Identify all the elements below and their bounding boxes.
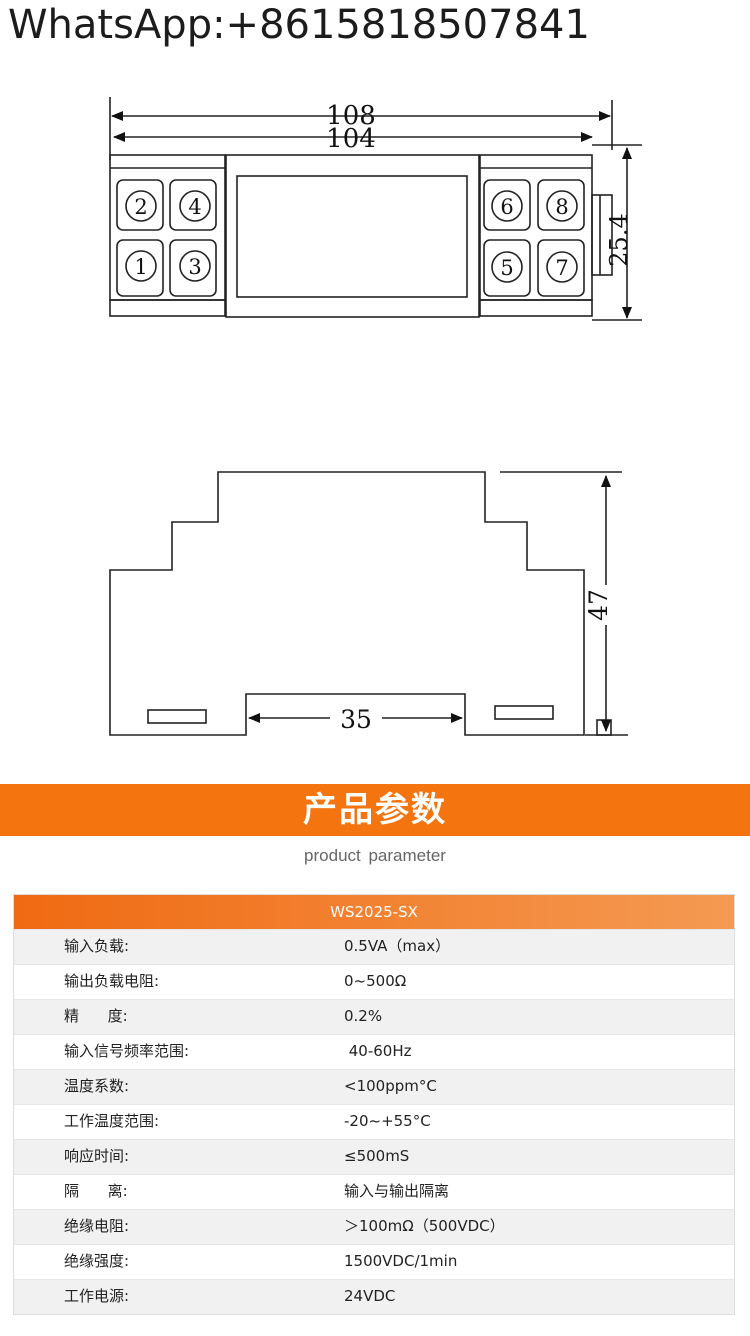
whatsapp-contact: WhatsApp:+8615818507841 <box>8 2 590 48</box>
spec-label: 输入负载: <box>64 937 130 955</box>
table-row: 温度系数: <100ppm°C <box>14 1069 734 1104</box>
spec-label: 工作温度范围: <box>64 1112 160 1130</box>
spec-label: 绝缘电阻: <box>64 1217 130 1235</box>
spec-label: 绝缘强度: <box>64 1252 130 1270</box>
spec-label: 输出负载电阻: <box>64 972 160 990</box>
spec-table-body: 输入负载: 0.5VA（max） 输出负载电阻: 0~500Ω 精 度: 0.2% 输入信号… <box>14 929 734 1314</box>
spec-table: WS2025-SX 输入负载: 0.5VA（max） 输出负载电阻: 0~500Ω 精 … <box>13 894 735 1315</box>
terminal-6: 6 <box>500 195 513 219</box>
spec-value: 1500VDC/1min <box>344 1252 458 1270</box>
terminal-4: 4 <box>188 195 201 219</box>
terminal-8: 8 <box>555 195 568 219</box>
dim-label-35: 35 <box>340 705 372 734</box>
spec-value: 输入与输出隔离 <box>344 1182 450 1200</box>
terminal-1: 1 <box>134 255 147 279</box>
table-row: 隔 离: 输入与输出隔离 <box>14 1174 734 1209</box>
table-row: 输出负载电阻: 0~500Ω <box>14 964 734 999</box>
dim-label-108: 108 <box>326 101 376 131</box>
terminal-3: 3 <box>188 255 201 279</box>
table-row: 工作电源: 24VDC <box>14 1279 734 1314</box>
spec-label: 输入信号频率范围: <box>64 1042 190 1060</box>
spec-value: 40-60Hz <box>344 1042 412 1060</box>
spec-value: <100ppm°C <box>344 1077 437 1095</box>
terminal-7: 7 <box>555 256 568 280</box>
spec-value: ＞100mΩ（500VDC） <box>344 1217 505 1235</box>
section-banner: 产品参数 <box>0 784 750 836</box>
table-row: 绝缘强度: 1500VDC/1min <box>14 1244 734 1279</box>
spec-value: 0.2% <box>344 1007 383 1025</box>
spec-table-model: WS2025-SX <box>14 895 734 929</box>
table-row: 精 度: 0.2% <box>14 999 734 1034</box>
spec-label: 精 度: <box>64 1007 128 1025</box>
terminal-sockets-right <box>483 179 585 297</box>
spec-label: 工作电源: <box>64 1287 130 1305</box>
front-view <box>109 97 642 321</box>
spec-label: 隔 离: <box>64 1182 128 1200</box>
dim-label-25-4: 25.4 <box>605 213 633 266</box>
spec-label: 温度系数: <box>64 1077 130 1095</box>
spec-label: 响应时间: <box>64 1147 130 1165</box>
terminal-sockets-left <box>116 179 217 297</box>
side-view <box>109 471 628 736</box>
table-row: 响应时间: ≤500mS <box>14 1139 734 1174</box>
dim-label-47: 47 <box>584 589 613 621</box>
terminal-5: 5 <box>500 256 513 280</box>
table-row: 工作温度范围: -20~+55°C <box>14 1104 734 1139</box>
table-row: 输入负载: 0.5VA（max） <box>14 929 734 964</box>
spec-value: 0~500Ω <box>344 972 407 990</box>
table-row: 绝缘电阻: ＞100mΩ（500VDC） <box>14 1209 734 1244</box>
section-subtitle: product parameter <box>304 846 446 865</box>
spec-value: 0.5VA（max） <box>344 937 451 955</box>
dim-label-104: 104 <box>326 124 376 154</box>
terminal-2: 2 <box>134 195 147 219</box>
spec-value: ≤500mS <box>344 1147 410 1165</box>
table-row: 输入信号频率范围: 40-60Hz <box>14 1034 734 1069</box>
spec-value: -20~+55°C <box>344 1112 431 1130</box>
spec-value: 24VDC <box>344 1287 396 1305</box>
dimension-drawing: 108 104 25.4 2 4 1 3 6 8 5 7 35 47 <box>109 97 642 736</box>
